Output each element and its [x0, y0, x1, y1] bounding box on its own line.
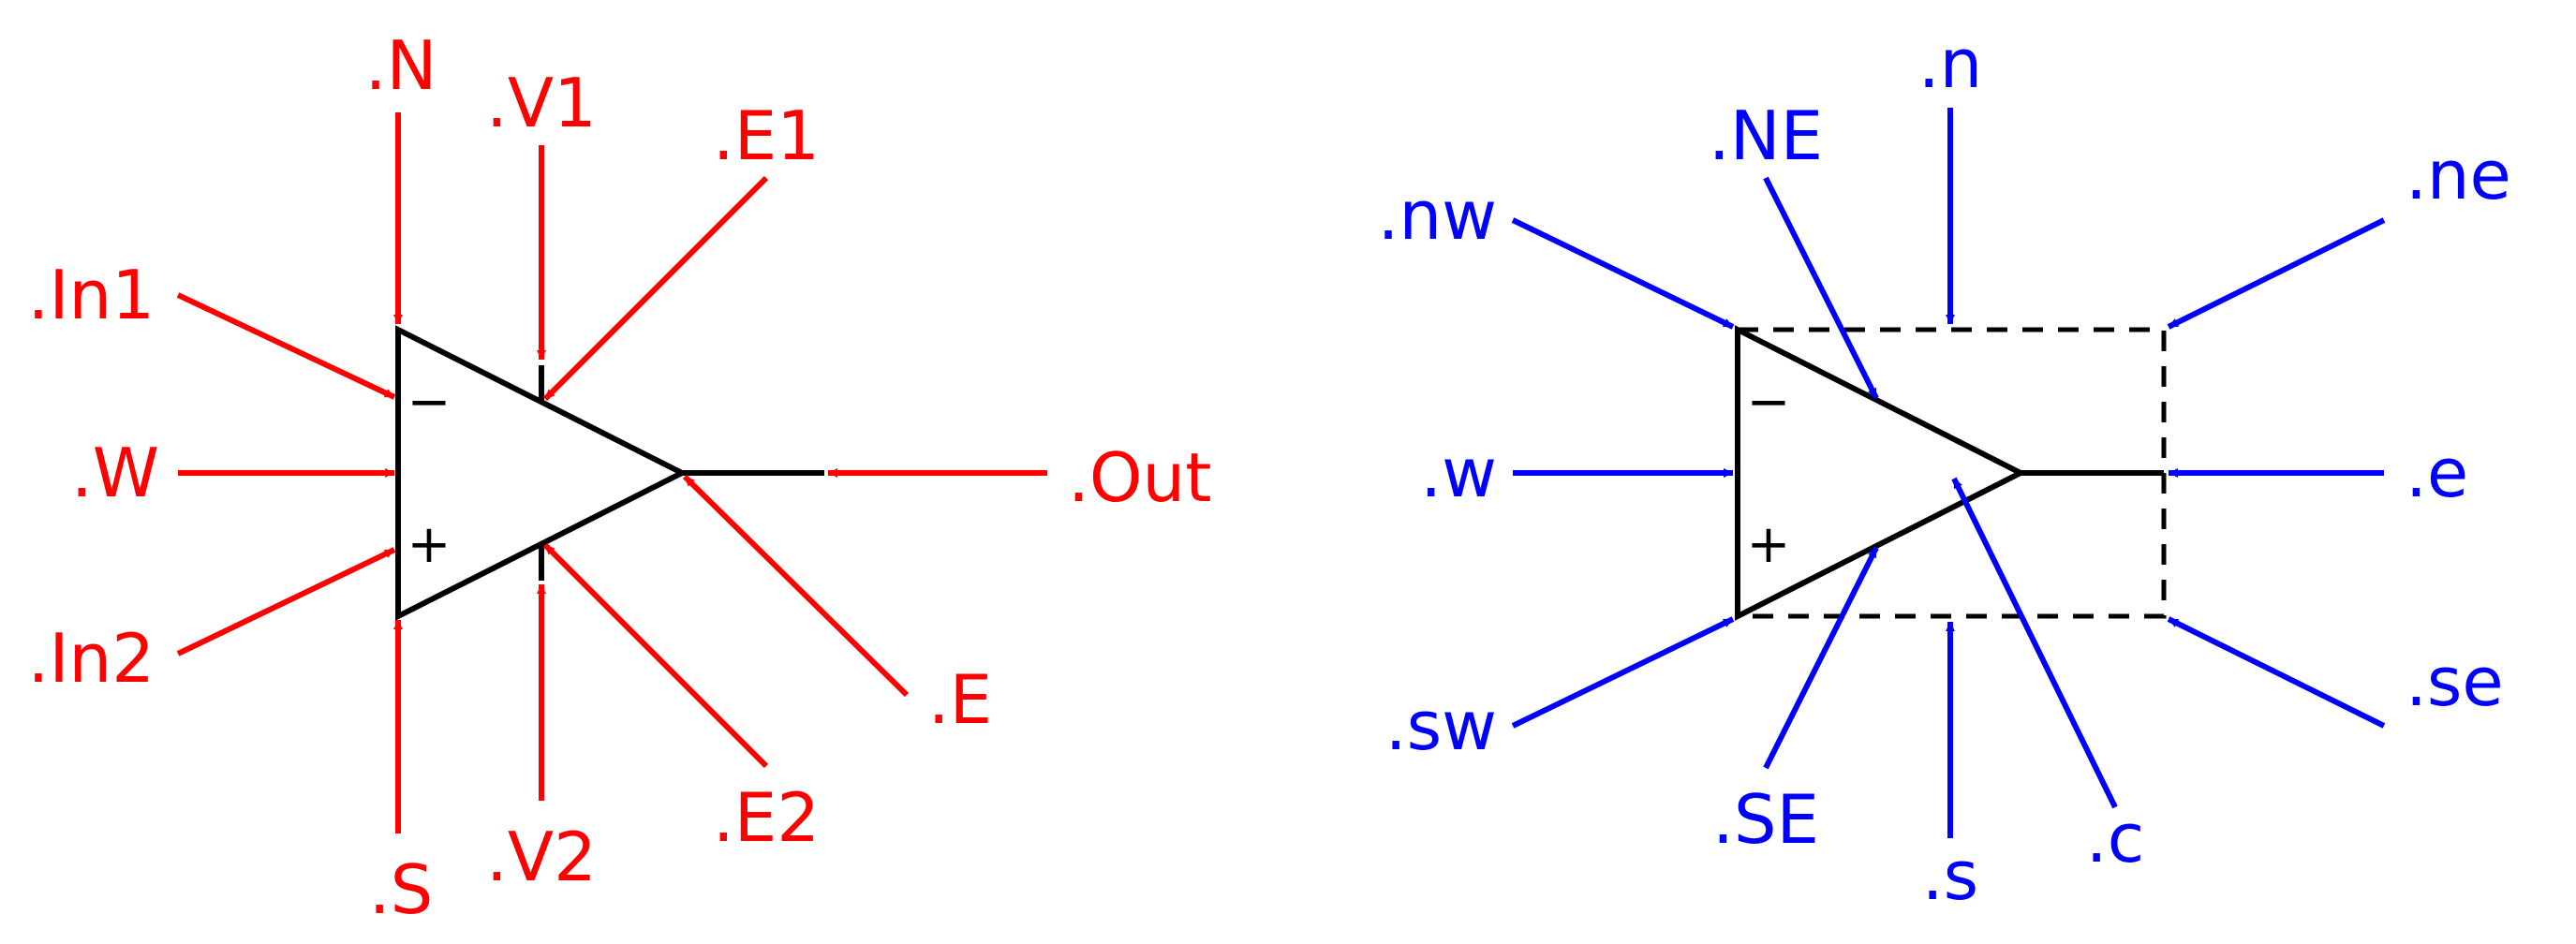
arrow-c [1951, 477, 2118, 809]
label-V1: .V1 [486, 64, 597, 142]
label-c: .c [2086, 799, 2144, 878]
label-E: .E [928, 660, 992, 739]
right-anchor-labels: .n .NE .nw .ne .w .e .sw .se .SE .s .c [1378, 24, 2511, 915]
right-anchor-arrows [1511, 108, 2386, 838]
right-minus-symbol: − [1747, 372, 1791, 433]
label-W: .W [71, 434, 159, 512]
arrow-ne [2167, 217, 2386, 330]
label-E2: .E2 [713, 778, 820, 857]
label-w: .w [1420, 434, 1497, 512]
left-opamp-triangle [395, 325, 688, 621]
arrow-E [682, 474, 910, 698]
arrow-nw [1511, 217, 1735, 330]
label-se: .se [2406, 642, 2504, 721]
label-n: .n [1918, 24, 1983, 103]
label-V2: .V2 [486, 818, 597, 896]
arrow-In2 [176, 547, 396, 656]
label-s: .s [1922, 836, 1978, 915]
label-In1: .In1 [27, 256, 155, 334]
label-nw: .nw [1378, 176, 1497, 255]
left-anchor-arrows [176, 112, 1047, 833]
left-opamp-body [395, 325, 824, 621]
arrow-In1 [176, 292, 396, 400]
left-minus-symbol: − [407, 372, 452, 433]
arrow-NE [1763, 176, 1879, 400]
label-In2: .In2 [27, 619, 155, 698]
left-anchor-labels: .N .V1 .E1 .In1 .W .Out .In2 .E .S .V2 .… [27, 26, 1211, 929]
right-opamp-body [1735, 325, 2164, 621]
label-Out: .Out [1068, 438, 1211, 517]
right-opamp-triangle [1735, 325, 2027, 621]
label-E1: .E1 [713, 96, 820, 175]
label-NE: .NE [1709, 96, 1823, 175]
label-SE: .SE [1712, 780, 1819, 859]
arrow-sw [1511, 616, 1735, 729]
label-sw: .sw [1385, 686, 1497, 765]
label-ne: .ne [2406, 136, 2511, 214]
arrow-E1 [542, 175, 769, 402]
arrow-E2 [542, 542, 769, 769]
arrow-SE [1763, 546, 1879, 770]
left-plus-symbol: + [407, 514, 452, 575]
label-e: .e [2406, 434, 2468, 512]
right-opamp-group: − + .n .NE .nw .ne .w .e .sw .se .SE .s [1378, 24, 2511, 915]
arrow-se [2167, 616, 2386, 729]
label-S: .S [369, 850, 434, 929]
left-opamp-group: − + .N .V1 .E1 .In1 .W .Out .In2 .E .S .… [27, 26, 1211, 929]
label-N: .N [365, 26, 437, 105]
right-plus-symbol: + [1747, 514, 1791, 575]
